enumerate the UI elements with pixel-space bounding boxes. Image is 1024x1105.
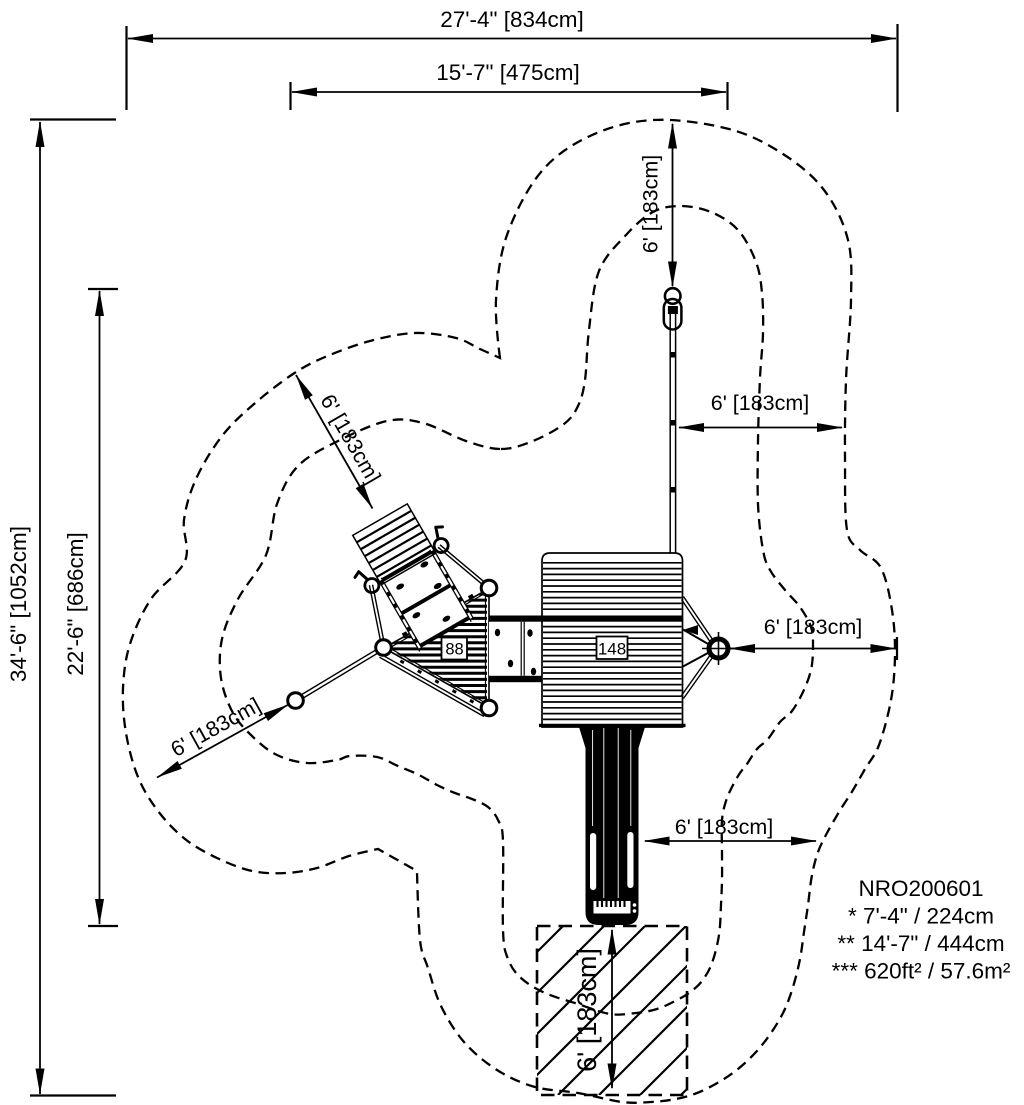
svg-text:6' [183cm]: 6' [183cm] <box>764 615 863 639</box>
svg-text:NRO200601: NRO200601 <box>858 876 983 901</box>
svg-text:** 14'-7" / 444cm: ** 14'-7" / 444cm <box>837 931 1004 956</box>
svg-text:88: 88 <box>445 641 463 659</box>
svg-text:6' [183cm]: 6' [183cm] <box>711 391 810 415</box>
svg-text:*** 620ft² / 57.6m²: *** 620ft² / 57.6m² <box>832 959 1011 984</box>
svg-text:* 7'-4" / 224cm: * 7'-4" / 224cm <box>848 904 994 929</box>
svg-text:27'-4" [834cm]: 27'-4" [834cm] <box>440 7 584 32</box>
svg-text:15'-7" [475cm]: 15'-7" [475cm] <box>436 60 580 85</box>
svg-text:34'-6" [1052cm]: 34'-6" [1052cm] <box>6 526 31 682</box>
svg-text:148: 148 <box>598 640 626 659</box>
svg-text:6' [183cm]: 6' [183cm] <box>675 815 774 839</box>
svg-text:6' [183cm]: 6' [183cm] <box>639 155 663 254</box>
svg-text:22'-6" [686cm]: 22'-6" [686cm] <box>63 532 88 676</box>
svg-text:6' [183cm]: 6' [183cm] <box>572 948 602 1072</box>
